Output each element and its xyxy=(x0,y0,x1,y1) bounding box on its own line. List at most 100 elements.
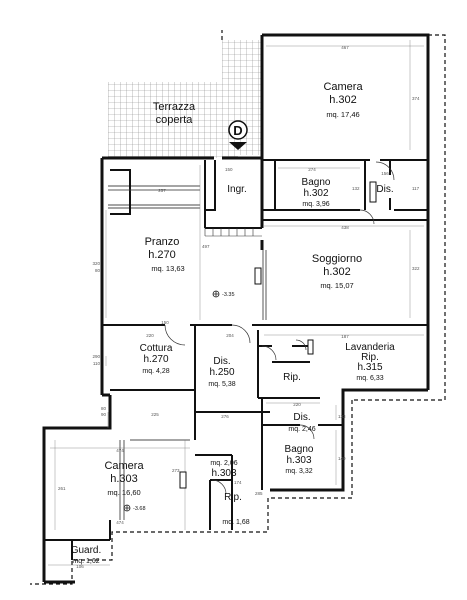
room-label-dis-top: Dis. xyxy=(376,184,393,195)
dimension-lines xyxy=(48,40,424,566)
svg-text:Lavanderia: Lavanderia xyxy=(345,342,395,353)
dim-text: 274 xyxy=(308,167,316,172)
radiator xyxy=(307,339,314,355)
dim-text: 290 xyxy=(92,354,100,359)
dim-text: 150 xyxy=(225,167,233,172)
svg-text:Rip.: Rip. xyxy=(224,492,242,503)
room-label-cottura: Cottura h.270 mq. 4,28 xyxy=(140,343,173,375)
svg-text:mq. 4,28: mq. 4,28 xyxy=(142,368,169,375)
svg-text:mq. 5,38: mq. 5,38 xyxy=(208,381,235,388)
svg-text:Dis.: Dis. xyxy=(213,356,230,367)
dim-text: 156 xyxy=(381,171,389,176)
svg-text:mq. 13,63: mq. 13,63 xyxy=(151,264,184,273)
boundary-dashed xyxy=(30,30,446,585)
stairs xyxy=(204,228,262,237)
svg-text:-3.68: -3.68 xyxy=(133,506,146,512)
marker-letter: D xyxy=(233,123,242,138)
svg-text:h.270: h.270 xyxy=(143,354,168,365)
door-swings xyxy=(164,161,395,495)
svg-text:mq. 17,46: mq. 17,46 xyxy=(326,110,359,119)
dim-text: 322 xyxy=(412,266,420,271)
svg-text:Bagno: Bagno xyxy=(302,177,331,188)
room-label-soggiorno: Soggiorno h.302 mq. 15,07 xyxy=(312,253,362,290)
dim-text: 285 xyxy=(255,491,263,496)
dim-text: 80 xyxy=(101,406,107,411)
svg-text:h.250: h.250 xyxy=(209,367,234,378)
dim-text: 257 xyxy=(158,188,166,193)
svg-text:mq. 6,33: mq. 6,33 xyxy=(356,375,383,382)
dim-text: 150 xyxy=(161,320,169,325)
room-label-rip-bottom: Rip. mq. 1,68 xyxy=(222,492,249,526)
room-label-terrazza: Terrazza coperta xyxy=(153,101,196,126)
svg-text:Dis.: Dis. xyxy=(293,412,310,423)
svg-text:h.303: h.303 xyxy=(286,455,311,466)
room-label-dis-bottom: mq. 2,06 h.303 xyxy=(210,460,237,479)
radiator xyxy=(369,181,377,203)
svg-text:mq. 2,46: mq. 2,46 xyxy=(288,426,315,433)
interior-walls xyxy=(44,159,428,560)
dim-text: 132 xyxy=(352,186,360,191)
svg-text:Terrazza: Terrazza xyxy=(153,101,196,113)
svg-text:Pranzo: Pranzo xyxy=(145,236,180,248)
svg-text:mq. 3,96: mq. 3,96 xyxy=(302,201,329,208)
svg-text:mq. 3,32: mq. 3,32 xyxy=(285,468,312,475)
dim-text: 374 xyxy=(412,96,420,101)
room-label-dis-mid: Dis. h.250 mq. 5,38 xyxy=(208,356,235,388)
dim-text: 225 xyxy=(151,412,159,417)
room-label-guard: Guard. mq. 1,62 xyxy=(71,545,102,565)
room-label-lavanderia: Lavanderia Rip. h.315 mq. 6,33 xyxy=(345,342,395,382)
dim-text: 467 xyxy=(341,45,349,50)
dim-text: 220 xyxy=(146,333,154,338)
dim-text: 204 xyxy=(226,333,234,338)
dim-text: 80 xyxy=(95,268,101,273)
svg-text:h.303: h.303 xyxy=(110,473,138,485)
room-label-bagno-top: Bagno h.302 mq. 3,96 xyxy=(302,177,331,208)
svg-text:Soggiorno: Soggiorno xyxy=(312,253,362,265)
room-label-camera-top: Camera h.302 mq. 17,46 xyxy=(323,81,363,119)
dim-text: 497 xyxy=(202,244,210,249)
dim-text: 273 xyxy=(172,468,180,473)
dim-text: 174 xyxy=(234,480,242,485)
room-label-rip-mid: Rip. xyxy=(283,372,301,383)
svg-text:Camera: Camera xyxy=(104,460,144,472)
dim-text: 438 xyxy=(341,225,349,230)
svg-text:coperta: coperta xyxy=(156,114,194,126)
room-label-camera-bottom: Camera h.303 mq. 16,60 xyxy=(104,460,144,497)
svg-text:mq. 15,07: mq. 15,07 xyxy=(320,281,353,290)
outer-walls xyxy=(42,33,430,584)
dim-text: 474 xyxy=(116,520,124,525)
dim-text: 276 xyxy=(221,414,229,419)
dim-text: 90 xyxy=(101,412,107,417)
svg-text:mq. 1,62: mq. 1,62 xyxy=(72,558,99,565)
svg-text:h.302: h.302 xyxy=(303,188,328,199)
svg-text:h.302: h.302 xyxy=(329,94,357,106)
svg-text:h.303: h.303 xyxy=(211,468,236,479)
room-label-dis-small: Dis. mq. 2,46 xyxy=(288,412,315,433)
room-label-ingr: Ingr. xyxy=(227,184,246,195)
svg-text:Camera: Camera xyxy=(323,81,363,93)
svg-text:Bagno: Bagno xyxy=(285,444,314,455)
dim-text: 110 xyxy=(93,361,101,366)
room-label-bagno-bottom: Bagno h.303 mq. 3,32 xyxy=(285,444,314,475)
svg-text:Cottura: Cottura xyxy=(140,343,173,354)
dim-text: 320 xyxy=(92,261,100,266)
dim-text: 187 xyxy=(341,334,349,339)
dim-text: 133 xyxy=(338,414,346,419)
level-marker-pranzo: -3.35 xyxy=(212,290,235,298)
dimension-labels: 467 374 274 132 156 117 257 150 497 438 … xyxy=(58,45,420,569)
dim-text: 220 xyxy=(293,402,301,407)
svg-text:Rip.: Rip. xyxy=(361,352,379,363)
terrace-hatch xyxy=(108,40,262,158)
dim-text: 117 xyxy=(412,186,420,191)
dim-text: 474 xyxy=(116,448,124,453)
entrance-marker: D xyxy=(228,120,248,150)
svg-text:mq. 1,68: mq. 1,68 xyxy=(222,519,249,526)
svg-text:h.315: h.315 xyxy=(357,362,382,373)
svg-text:mq. 16,60: mq. 16,60 xyxy=(107,488,140,497)
svg-text:Guard.: Guard. xyxy=(71,545,102,556)
dim-text: 106 xyxy=(76,564,84,569)
dim-text: 261 xyxy=(58,486,66,491)
level-marker-camera: -3.68 xyxy=(123,504,146,512)
